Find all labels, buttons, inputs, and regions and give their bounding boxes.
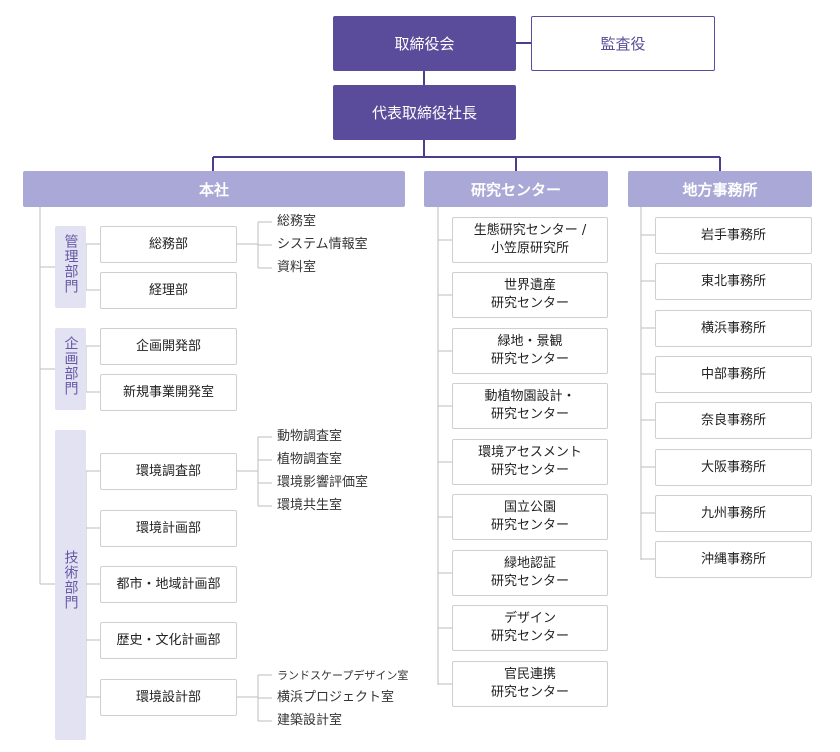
research-center-line2: 研究センター (490, 463, 569, 478)
research-center-line2: 研究センター (490, 685, 569, 700)
regional-office-box: 横浜事務所 (655, 310, 812, 347)
section-admin-label: 管理部門 (62, 234, 79, 294)
research-center-line1: 緑地認証 (503, 556, 556, 571)
sub-office: 植物調査室 (277, 452, 343, 467)
research-title: 研究センター (470, 180, 561, 199)
department-box: 企画開発部 (100, 328, 237, 365)
sub-office: 環境影響評価室 (277, 475, 369, 490)
sub-office: 環境共生室 (277, 498, 343, 513)
research-center-line1: 環境アセスメント (478, 445, 582, 460)
sub-office: 動物調査室 (277, 429, 343, 444)
research-center-line2: 研究センター (490, 296, 569, 311)
section-technical: 技術部門 (55, 430, 86, 740)
president-label: 代表取締役社長 (371, 104, 477, 122)
department-label: 総務部 (148, 236, 188, 252)
research-center-box: 緑地・景観研究センター (452, 328, 608, 374)
research-center-box: 世界遺産研究センター (452, 272, 608, 318)
regional-office-label: 九州事務所 (700, 505, 766, 521)
section-planning: 企画部門 (55, 328, 86, 410)
regional-office-box: 中部事務所 (655, 356, 812, 393)
department-box: 経理部 (100, 272, 237, 309)
regional-office-label: 大阪事務所 (700, 459, 766, 475)
department-label: 経理部 (148, 282, 188, 298)
research-center-box: 環境アセスメント研究センター (452, 439, 608, 485)
regional-office-box: 大阪事務所 (655, 449, 812, 486)
regional-office-box: 東北事務所 (655, 263, 812, 300)
regional-office-label: 横浜事務所 (700, 320, 766, 336)
research-center-box: 緑地認証研究センター (452, 550, 608, 596)
sub-office: 総務室 (277, 214, 317, 229)
research-center-line1: デザイン (503, 611, 556, 626)
research-center-line2: 研究センター (490, 574, 569, 589)
department-box: 新規事業開発室 (100, 374, 237, 411)
research-center-line2: 研究センター (490, 629, 569, 644)
research-header: 研究センター (424, 171, 608, 207)
regional-office-box: 奈良事務所 (655, 402, 812, 439)
research-center-line1: 世界遺産 (503, 278, 556, 293)
research-center-line1: 動植物園設計・ (484, 389, 576, 404)
sub-office: ランドスケープデザイン室 (277, 669, 409, 682)
department-box: 都市・地域計画部 (100, 566, 237, 603)
regional-office-box: 九州事務所 (655, 495, 812, 532)
department-label: 歴史・文化計画部 (116, 632, 221, 648)
regional-office-label: 奈良事務所 (700, 412, 766, 428)
department-box: 総務部 (100, 226, 237, 263)
sub-office: システム情報室 (277, 237, 368, 252)
research-center-line1: 国立公園 (503, 500, 556, 515)
research-center-box: 国立公園研究センター (452, 494, 608, 540)
auditor-label: 監査役 (600, 35, 646, 53)
department-label: 環境計画部 (135, 520, 201, 536)
department-label: 新規事業開発室 (122, 384, 214, 400)
department-box: 歴史・文化計画部 (100, 622, 237, 659)
research-center-line1: 官民連携 (503, 667, 556, 682)
regional-office-label: 岩手事務所 (700, 227, 766, 243)
regional-office-label: 沖縄事務所 (700, 551, 766, 567)
section-technical-label: 技術部門 (62, 550, 79, 610)
department-box: 環境調査部 (100, 453, 237, 490)
department-label: 環境設計部 (135, 689, 201, 705)
research-center-line2: 研究センター (490, 407, 569, 422)
department-box: 環境設計部 (100, 679, 237, 716)
research-center-line1: 緑地・景観 (497, 334, 563, 349)
research-center-line1: 生態研究センター / (473, 223, 587, 238)
sub-office: 横浜プロジェクト室 (277, 690, 395, 705)
section-planning-label: 企画部門 (62, 336, 79, 396)
research-center-line2: 研究センター (490, 352, 569, 367)
regional-office-label: 中部事務所 (700, 366, 766, 382)
research-center-box: 動植物園設計・研究センター (452, 383, 608, 429)
section-admin: 管理部門 (55, 226, 86, 308)
sub-office: 資料室 (277, 260, 317, 275)
president-box: 代表取締役社長 (333, 85, 516, 140)
research-center-box: 官民連携研究センター (452, 661, 608, 707)
research-center-box: デザイン研究センター (452, 605, 608, 651)
headquarters-header: 本社 (23, 171, 405, 207)
board-label: 取締役会 (394, 35, 455, 53)
board-box: 取締役会 (333, 16, 516, 71)
research-center-box: 生態研究センター / 小笠原研究所 (452, 217, 608, 263)
department-label: 環境調査部 (135, 463, 201, 479)
auditor-box: 監査役 (531, 16, 715, 71)
department-label: 都市・地域計画部 (116, 576, 221, 592)
department-box: 環境計画部 (100, 510, 237, 547)
sub-office: 建築設計室 (277, 713, 343, 728)
research-center-line2: 研究センター (490, 518, 569, 533)
regional-office-label: 東北事務所 (700, 273, 766, 289)
department-label: 企画開発部 (135, 338, 201, 354)
regional-header: 地方事務所 (628, 171, 812, 207)
headquarters-title: 本社 (198, 180, 229, 199)
regional-office-box: 沖縄事務所 (655, 541, 812, 578)
regional-office-box: 岩手事務所 (655, 217, 812, 254)
research-center-line2: 小笠原研究所 (490, 241, 569, 256)
regional-title: 地方事務所 (682, 180, 758, 199)
